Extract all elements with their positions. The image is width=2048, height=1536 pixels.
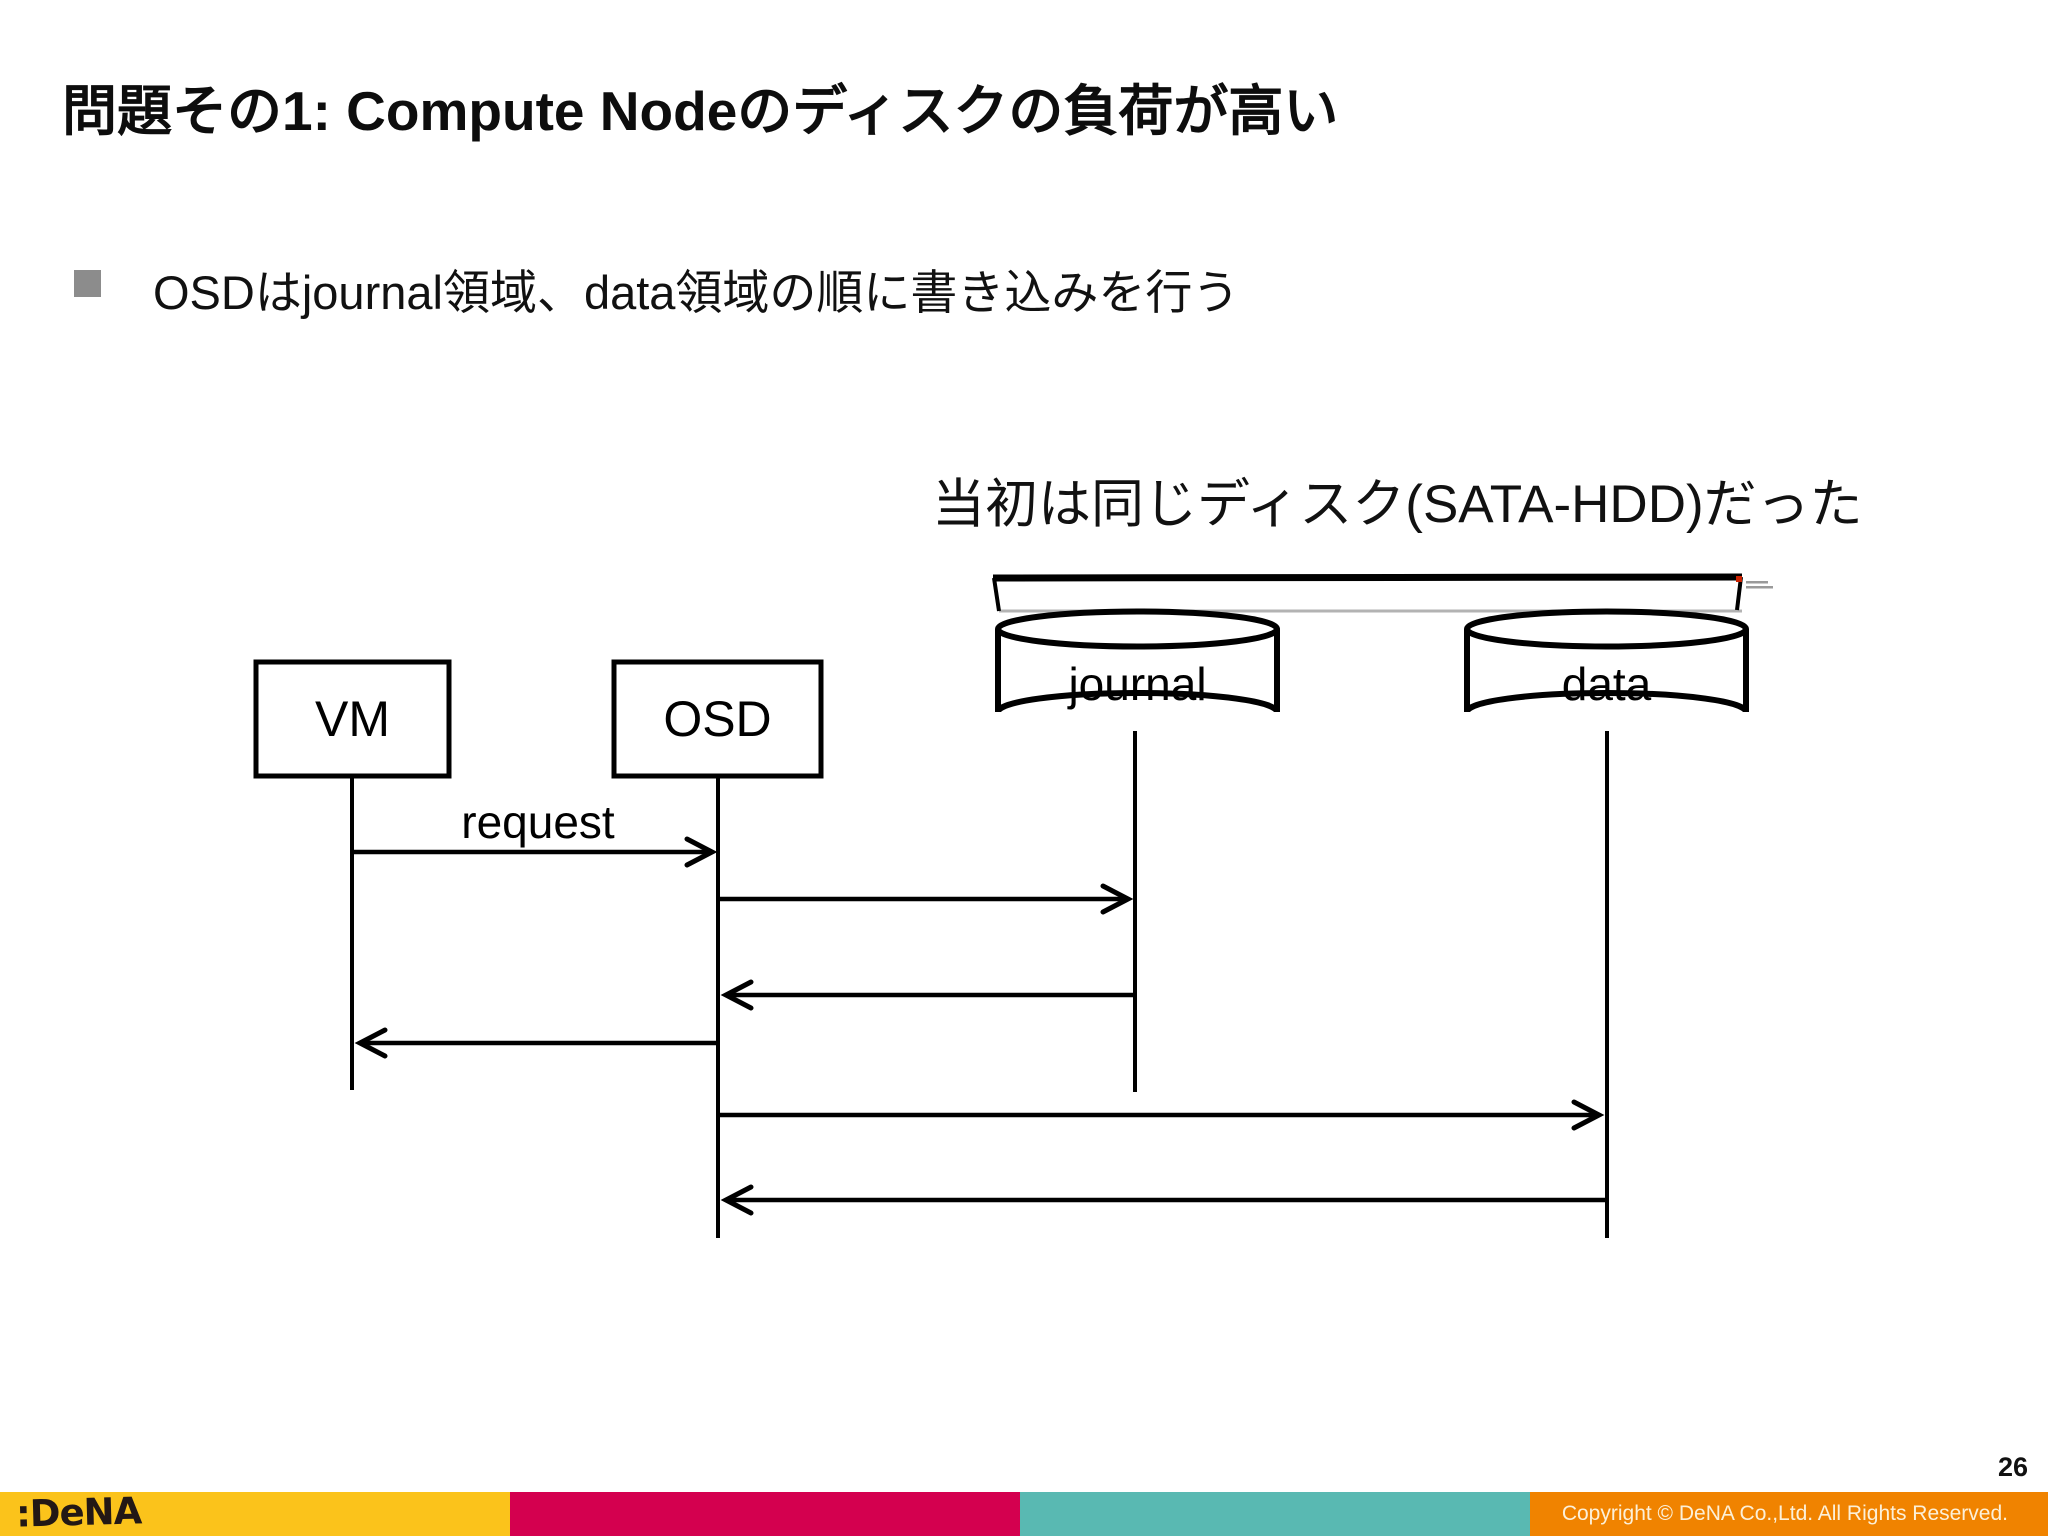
bullet-text: OSDはjournal領域、data領域の順に書き込みを行う: [153, 266, 1240, 319]
data-label: data: [1561, 658, 1652, 710]
vm-label: VM: [315, 691, 390, 747]
journal-label: journal: [1068, 658, 1207, 710]
footer-segment-crimson: [510, 1492, 1020, 1536]
dena-logo: :DeNA: [15, 1489, 142, 1536]
footer-segment-yellow: [0, 1492, 510, 1536]
footer-segment-teal: [1020, 1492, 1530, 1536]
copyright-text: Copyright © DeNA Co.,Ltd. All Rights Res…: [1561, 1502, 2008, 1525]
page-number: 26: [1997, 1452, 2028, 1482]
osd-box: [611, 659, 824, 779]
tiny-note-line: [1746, 581, 1768, 584]
journal-cylinder: [995, 608, 1280, 713]
bullet-row: OSDはjournal領域、data領域の順に書き込みを行う: [74, 254, 1239, 323]
vm-box: [253, 659, 452, 779]
osd-label: OSD: [663, 691, 772, 747]
data-cylinder: [1464, 608, 1749, 713]
bullet-square-icon: [74, 270, 101, 297]
same-disk-bracket: [992, 573, 1773, 613]
footer-segment-orange: Copyright © DeNA Co.,Ltd. All Rights Res…: [1530, 1492, 2048, 1536]
page-title: 問題その1: Compute Nodeのディスクの負荷が高い: [62, 80, 1339, 142]
footer-bar: Copyright © DeNA Co.,Ltd. All Rights Res…: [0, 1489, 2048, 1536]
tiny-note-marker: [1736, 576, 1742, 582]
tiny-note-line: [1746, 586, 1773, 589]
request-label: request: [461, 796, 615, 848]
disk-annotation: 当初は同じディスク(SATA-HDD)だった: [932, 475, 1863, 534]
